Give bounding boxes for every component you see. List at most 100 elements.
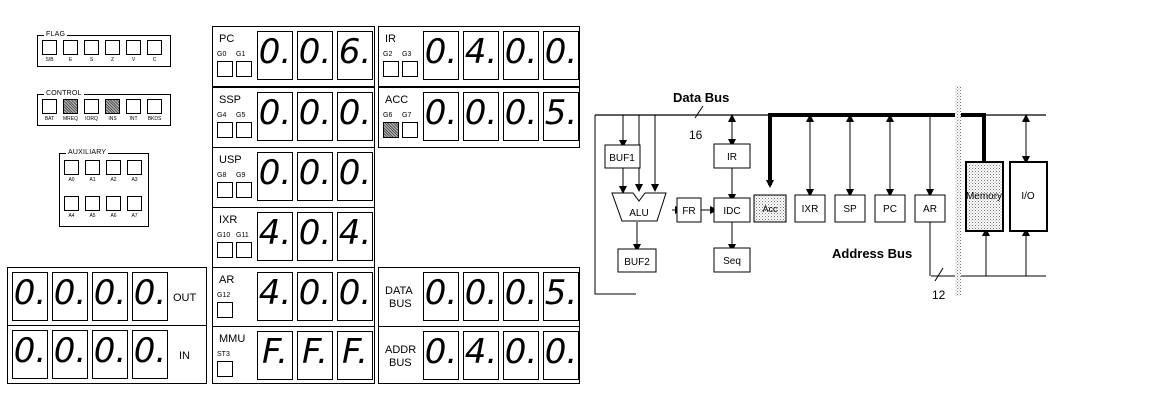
indicator-label: E	[68, 57, 73, 63]
gate-label: G5	[236, 112, 246, 119]
gate-lamp	[236, 182, 252, 198]
seven-segment-digit: 0.	[92, 330, 128, 379]
seven-segment-digit: 4.	[337, 212, 373, 261]
seven-segment-digit: 5.	[543, 92, 579, 141]
address-bus-width: 12	[932, 288, 946, 302]
memory-block	[965, 161, 1004, 232]
seven-segment-digit: 0.	[543, 331, 579, 380]
gate-label: G10	[217, 232, 231, 239]
idc-block	[713, 197, 751, 223]
gate-label: G9	[236, 172, 246, 179]
bus-name-line2: BUS	[389, 298, 412, 310]
indicator-label: BAT	[44, 116, 55, 122]
seven-segment-digit: 0.	[503, 272, 539, 321]
chip-boundary	[955, 86, 961, 296]
seven-segment-digit: 4.	[463, 331, 499, 380]
seq-label: Seq	[723, 256, 741, 267]
seven-segment-digit: 0.	[337, 272, 373, 321]
gate-lamp	[383, 122, 399, 138]
seven-segment-digit: 0.	[337, 152, 373, 201]
bus-name-line1: DATA	[385, 285, 413, 297]
seven-segment-digit: 0.	[12, 272, 48, 321]
buf1-block	[604, 144, 641, 169]
register-name: USP	[219, 154, 242, 166]
indicator-lamp	[147, 40, 162, 55]
register-name: SSP	[219, 94, 242, 106]
seven-segment-digit: 0.	[132, 330, 168, 379]
aux-label: A6	[110, 213, 117, 219]
gate-label: G2	[383, 51, 393, 58]
seven-segment-digit: 0.	[297, 152, 333, 201]
seven-segment-digit: 0.	[423, 272, 459, 321]
register-name: AR	[219, 274, 235, 286]
thick-bus-path	[768, 113, 986, 185]
aux-lamp	[64, 196, 79, 211]
seven-segment-digit: 0.	[503, 31, 539, 80]
gate-lamp	[236, 242, 252, 258]
aux-label: A1	[89, 177, 96, 183]
ar-label: AR	[923, 204, 937, 215]
aux-lamp	[127, 160, 142, 175]
gate-lamp	[236, 122, 252, 138]
aux-lamp	[85, 196, 100, 211]
seven-segment-digit: 0.	[52, 330, 88, 379]
seven-segment-digit: 0.	[132, 272, 168, 321]
fr-label: FR	[682, 206, 695, 217]
gate-label: G0	[217, 51, 227, 58]
gate-label: G3	[402, 51, 412, 58]
data-bus-label: Data Bus	[673, 90, 729, 105]
gate-lamp	[217, 361, 233, 377]
indicator-lamp	[42, 99, 57, 114]
indicator-lamp	[147, 99, 162, 114]
register-name: MMU	[219, 333, 246, 345]
indicator-label: INS	[108, 116, 117, 122]
indicator-lamp	[84, 99, 99, 114]
alu-block	[611, 192, 667, 222]
gate-label: ST3	[217, 351, 230, 358]
ar-block	[914, 194, 946, 223]
out-label: OUT	[173, 292, 197, 304]
buf2-label: BUF2	[624, 257, 650, 268]
ir-block	[713, 143, 751, 169]
buf1-label: BUF1	[609, 153, 635, 164]
seven-segment-digit: 0.	[12, 330, 48, 379]
gate-lamp	[217, 122, 233, 138]
seven-segment-digit: 0.	[297, 212, 333, 261]
indicator-label: BKDS	[147, 116, 162, 122]
seven-segment-digit: 0.	[423, 331, 459, 380]
seven-segment-digit: F.	[297, 331, 333, 380]
buf2-block	[617, 248, 657, 273]
seven-segment-digit: 0.	[257, 31, 293, 80]
seven-segment-digit: 0.	[92, 272, 128, 321]
indicator-lamp	[105, 40, 120, 55]
gate-lamp	[402, 122, 418, 138]
sp-label: SP	[843, 204, 857, 215]
seven-segment-digit: F.	[257, 331, 293, 380]
seven-segment-digit: 0.	[297, 31, 333, 80]
indicator-lamp	[84, 40, 99, 55]
gate-label: G7	[402, 112, 412, 119]
idc-label: IDC	[723, 206, 740, 217]
gate-lamp	[217, 182, 233, 198]
aux-label: A4	[68, 213, 75, 219]
bus-name-line1: ADDR	[385, 344, 417, 356]
io-block	[1009, 161, 1048, 232]
aux-lamp	[106, 160, 121, 175]
in-panel: 0.0.0.0. IN	[7, 325, 207, 384]
auxiliary-legend: AUXILIARY	[66, 148, 109, 157]
register-name: PC	[219, 33, 235, 45]
seven-segment-digit: 0.	[463, 272, 499, 321]
seq-block	[713, 247, 751, 273]
seven-segment-digit: 0.	[257, 92, 293, 141]
gate-label: G11	[236, 232, 249, 239]
seven-segment-digit: 0.	[297, 272, 333, 321]
